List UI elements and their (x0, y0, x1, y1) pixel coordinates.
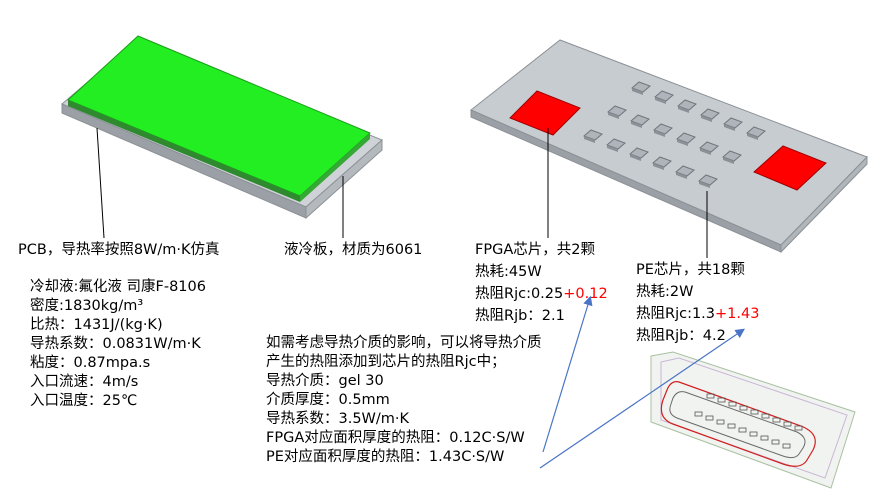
pe-power: 热耗:2W (636, 284, 694, 300)
channel-chip-outline (717, 397, 726, 403)
pcb-leader-line (96, 127, 105, 239)
fpga-rjc: 热阻Rjc:0.25+0.12 (475, 285, 608, 304)
pe-chip-edge (747, 133, 758, 140)
pe-arrow (539, 328, 745, 469)
pe-rjc-added: +1.43 (715, 306, 760, 322)
pe-chip-edge (724, 124, 735, 131)
fpga-title: FPGA芯片，共2颗 (475, 242, 595, 258)
pe-rjb: 热阻Rjb：4.2 (636, 328, 726, 344)
channel-chip-outline (783, 421, 792, 427)
pe-chip-edge (653, 163, 664, 170)
note-line: FPGA对应面积厚度的热阻：0.12C·S/W (266, 430, 525, 446)
pe-chip-edge (678, 106, 689, 113)
channel-chip-outline (772, 417, 781, 423)
pcb-board-edge (68, 100, 300, 202)
pe-spec: PE芯片，共18颗 热耗:2W 热阻Rjc:1.3+1.43 热阻Rjb：4.2 (636, 261, 759, 346)
fpga-power: 热耗:45W (475, 264, 542, 280)
note-line: 介质厚度：0.5mm (266, 392, 390, 408)
pe-chip-edge (701, 115, 712, 122)
pcb-board-edge-side (300, 133, 370, 202)
channel-chip-outline (739, 405, 748, 411)
cold-plate-caption: 液冷板，材质为6061 (284, 242, 423, 258)
channel-chip-outline (694, 411, 703, 417)
cold-plate-side (305, 138, 383, 220)
channel-chip-outline (782, 443, 791, 449)
channel-chip-outline (728, 401, 737, 407)
note-line: PE对应面积厚度的热阻：1.43C·S/W (266, 449, 505, 465)
note-line: 如需考虑导热介质的影响，可以将导热介质 (266, 335, 542, 351)
pe-chip-edge (699, 181, 710, 188)
channel-loop-outer (660, 381, 816, 467)
note-line: 产生的热阻添加到芯片的热阻Rjc中； (266, 354, 506, 370)
channel-chip-outline (705, 415, 714, 421)
channel-chip-outline (794, 425, 803, 431)
channel-chip-outline (750, 409, 759, 415)
note-line: 导热系数：3.5W/m·K (266, 411, 410, 427)
fpga-rjb: 热阻Rjb：2.1 (475, 308, 565, 324)
pcb-caption: PCB，导热率按照8W/m·K仿真 (18, 242, 220, 258)
pe-title: PE芯片，共18颗 (636, 262, 745, 278)
pe-rjc: 热阻Rjc:1.3+1.43 (636, 305, 759, 324)
pe-chip-edge (676, 172, 687, 179)
fpga-rjc-added: +0.12 (563, 286, 608, 302)
pe-chip-edge (655, 97, 666, 104)
chip-assembly (470, 39, 868, 258)
pe-chip-edge (700, 148, 711, 155)
fpga-arrow (542, 295, 593, 453)
channel-chip-outlines (694, 393, 803, 449)
channel-chip-outline (738, 427, 747, 433)
interface-note: 如需考虑导热介质的影响，可以将导热介质 产生的热阻添加到芯片的热阻Rjc中； 导… (266, 334, 542, 467)
channel-chip-outline (761, 413, 770, 419)
pe-chip-edge (608, 112, 619, 119)
coolant-line: 入口流速：4m/s (30, 374, 139, 390)
pe-chip-grid (583, 81, 766, 188)
channel-plate-outline (650, 351, 856, 489)
coolant-line: 密度:1830kg/m³ (30, 298, 144, 314)
chip-plate-side (780, 155, 868, 254)
pe-chip-edge (607, 145, 618, 152)
coolant-line: 冷却液:氟化液 司康F-8106 (30, 279, 206, 295)
pe-chip-edge (630, 154, 641, 161)
coolant-line: 比热：1431J/(kg·K) (30, 317, 163, 333)
coolant-line: 粘度：0.87mpa.s (30, 355, 151, 371)
pe-rjc-label: 热阻Rjc:1.3 (636, 306, 716, 322)
pe-chip-edge (723, 157, 734, 164)
coolant-properties: 冷却液:氟化液 司康F-8106 密度:1830kg/m³ 比热：1431J/(… (30, 278, 206, 411)
fpga-chip-1 (509, 90, 581, 136)
note-line: 导热介质：gel 30 (266, 373, 384, 389)
pe-chip-edge (632, 88, 643, 95)
fpga-chip-2 (753, 145, 827, 191)
channel-loop-inner (669, 391, 806, 459)
channel-chip-outline (706, 393, 715, 399)
coolant-line: 入口温度：25℃ (30, 393, 138, 409)
channel-chip-outline (727, 423, 736, 429)
channel-chip-outline (749, 431, 758, 437)
fpga-spec: FPGA芯片，共2颗 热耗:45W 热阻Rjc:0.25+0.12 热阻Rjb：… (475, 241, 608, 326)
channel-chip-outline (716, 419, 725, 425)
coolant-line: 导热系数：0.0831W/m·K (30, 336, 201, 352)
fpga-rjc-label: 热阻Rjc:0.25 (475, 286, 564, 302)
pe-chip-edge (584, 136, 595, 143)
pe-chip-edge (631, 121, 642, 128)
pe-chip-edge (654, 130, 665, 137)
pcb-assembly (61, 35, 383, 239)
channel-chip-outline (760, 435, 769, 441)
pe-chip-edge (677, 139, 688, 146)
channel-drawing (650, 351, 856, 489)
channel-chip-outline (771, 439, 780, 445)
